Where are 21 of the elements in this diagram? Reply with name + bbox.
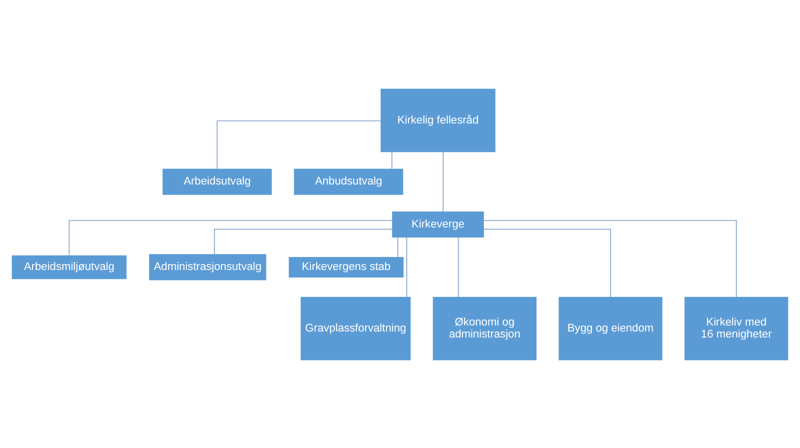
connector xyxy=(483,220,737,298)
node-box: Gravplassforvaltning xyxy=(300,296,411,360)
node-box: Arbeidsmiljøutvalg xyxy=(12,254,127,279)
connector xyxy=(216,120,382,169)
node-box: Økonomi og administrasjon xyxy=(432,296,537,360)
node-box: Anbudsutvalg xyxy=(294,168,404,194)
connector xyxy=(68,220,393,256)
connector xyxy=(214,228,393,254)
node-box: Kirkevergens stab xyxy=(288,256,404,278)
connector xyxy=(442,150,444,212)
node-box: Bygg og eiendom xyxy=(558,296,662,360)
node-box: Kirkeverge xyxy=(392,210,484,238)
connector xyxy=(397,236,398,258)
connector xyxy=(458,236,459,298)
node-box: Kirkelig fellesråd xyxy=(380,88,496,152)
node-box: Arbeidsutvalg xyxy=(162,168,272,194)
connector xyxy=(483,228,611,298)
connector xyxy=(406,236,408,298)
connector xyxy=(391,150,392,169)
node-box: Administrasjonsutvalg xyxy=(149,254,266,280)
node-box: Kirkeliv med 16 menigheter xyxy=(684,296,788,360)
